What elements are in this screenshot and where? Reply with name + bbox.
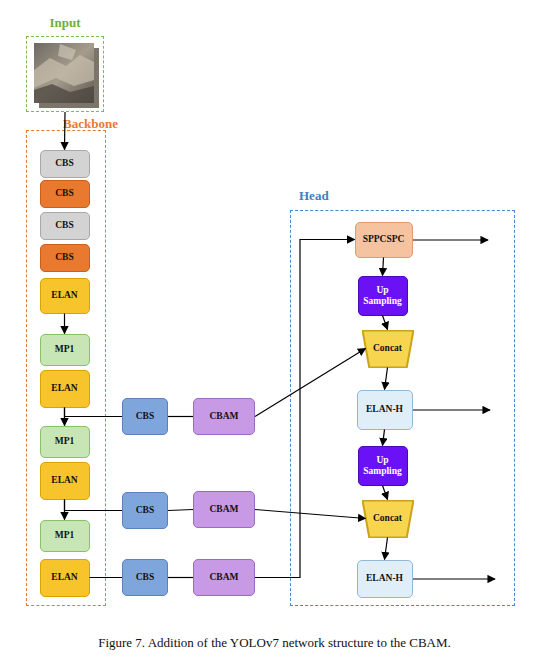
block-label: CBS <box>55 188 73 198</box>
cbam-block: CBAM <box>193 559 255 596</box>
connector-arrow <box>255 349 366 417</box>
mp1-block: MP1 <box>40 334 90 366</box>
group-label: Input <box>27 15 103 31</box>
group-label: Head <box>299 188 329 204</box>
elan-block: ELAN <box>40 462 90 500</box>
mp1-block: MP1 <box>40 520 90 552</box>
block-label: Concat <box>373 513 402 523</box>
connector-arrow <box>64 314 65 334</box>
connector-arrow <box>255 510 366 519</box>
rock-detail <box>58 44 76 60</box>
block-label: Up Sampling <box>360 285 406 306</box>
connector-arrow <box>383 486 388 500</box>
block-label: CBS <box>55 252 73 262</box>
connector-line <box>65 500 123 511</box>
elan-h-block: ELAN-H <box>357 560 413 598</box>
cbs-block: CBS <box>40 244 90 272</box>
connector-arrow <box>383 258 384 276</box>
trapezoid-shape <box>362 330 413 367</box>
connector-arrow <box>64 500 65 520</box>
input-image <box>34 43 99 108</box>
output-arrow <box>413 239 488 240</box>
connector-arrow <box>255 240 355 578</box>
cbs-block: CBS <box>40 212 90 240</box>
block-label: CBAM <box>209 572 238 582</box>
connector-arrow <box>64 408 65 426</box>
cbam-block: CBAM <box>193 491 255 528</box>
figure-caption: Figure 7. Addition of the YOLOv7 network… <box>0 635 549 651</box>
cbam-block: CBAM <box>193 398 255 435</box>
block-label: CBS <box>136 572 154 582</box>
cbs-block: CBS <box>40 180 90 208</box>
block-label: CBAM <box>209 504 238 514</box>
connector-line <box>168 510 193 511</box>
connector-line <box>168 416 193 417</box>
block-label: Concat <box>373 343 402 353</box>
rock-shadow <box>34 84 94 103</box>
backbone-group: BackboneCBSCBSCBSCBSELANMP1ELANMP1ELANMP… <box>26 130 106 606</box>
cbs-block: CBS <box>40 150 90 178</box>
connector-arrow <box>383 316 388 330</box>
block-label: Up Sampling <box>360 455 406 476</box>
block-label: ELAN-H <box>366 404 403 414</box>
block-label: CBS <box>136 505 154 515</box>
connector-line <box>90 577 123 578</box>
elan-block: ELAN <box>40 559 90 597</box>
elan-block: ELAN <box>40 370 90 408</box>
block-label: ELAN <box>51 475 77 485</box>
connector-line <box>65 408 123 417</box>
block-label: CBS <box>136 411 154 421</box>
upsampling-block: Up Sampling <box>358 276 408 316</box>
cbs-block: CBS <box>122 492 168 529</box>
trapezoid-shape <box>362 500 413 537</box>
block-label: MP1 <box>55 436 75 446</box>
block-label: ELAN <box>51 290 77 300</box>
connector-arrow <box>64 112 66 150</box>
upsampling-block: Up Sampling <box>358 446 408 486</box>
concat-block: Concat <box>362 330 414 368</box>
cbs-block: CBS <box>122 559 168 596</box>
connector-arrow <box>385 368 388 390</box>
concat-block: Concat <box>362 500 414 538</box>
block-label: MP1 <box>55 344 75 354</box>
block-label: CBS <box>55 158 73 168</box>
rock-highlight <box>34 55 94 88</box>
elan-block: ELAN <box>40 278 90 314</box>
output-arrow <box>413 578 495 579</box>
head-group: HeadSPPCSPCUp SamplingConcatELAN-HUp Sam… <box>290 210 515 606</box>
block-label: MP1 <box>55 530 75 540</box>
connector-arrow <box>385 538 388 560</box>
block-label: ELAN <box>51 383 77 393</box>
elan-h-block: ELAN-H <box>357 390 413 430</box>
block-label: ELAN <box>51 572 77 582</box>
output-arrow <box>413 409 490 410</box>
cbs-block: CBS <box>122 398 168 435</box>
block-label: CBAM <box>209 411 238 421</box>
connector-line <box>168 577 193 578</box>
block-label: SPPCSPC <box>363 234 405 244</box>
mp1-block: MP1 <box>40 426 90 458</box>
connector-arrow <box>383 430 385 446</box>
block-label: CBS <box>55 220 73 230</box>
group-label: Backbone <box>63 116 118 132</box>
image-front <box>34 43 94 103</box>
input-group: Input <box>26 36 104 112</box>
sppcspc-block: SPPCSPC <box>355 222 413 258</box>
block-label: ELAN-H <box>366 573 403 583</box>
